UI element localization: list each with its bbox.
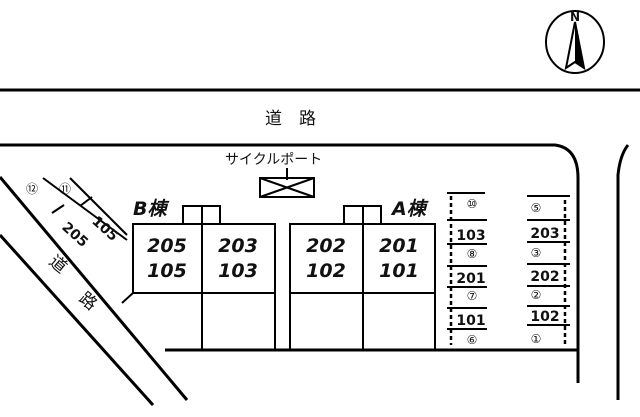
parking-unit-105: 105 [88, 213, 120, 244]
parking-unit-102: 102 [530, 309, 559, 325]
parking-unit-101: 101 [456, 313, 485, 329]
parking-unit-202: 202 [530, 269, 559, 285]
parking-spot-7: ⑦ [467, 289, 478, 303]
parking-unit-205: 205 [58, 219, 90, 250]
unit-101: 101 [379, 260, 419, 282]
unit-201: 201 [379, 235, 419, 257]
unit-205: 205 [147, 235, 187, 257]
parking-spot-1: ① [531, 332, 542, 346]
road-edge-right [616, 144, 630, 400]
parking-spot-2: ② [531, 288, 542, 302]
diagonal-road-edge [0, 233, 155, 407]
parking-column-2 [527, 195, 570, 345]
building-b-label: B棟 [133, 198, 169, 220]
parking-column-1 [447, 192, 487, 345]
parking-spot-11: ⑪ [59, 182, 71, 196]
unit-105: 105 [147, 260, 187, 282]
unit-102: 102 [306, 260, 346, 282]
unit-202: 202 [306, 235, 346, 257]
diagonal-road-edge [0, 176, 189, 401]
parking-unit-203: 203 [530, 226, 559, 242]
site-boundary [0, 143, 580, 383]
unit-103: 103 [218, 260, 258, 282]
building-a-label: A棟 [390, 198, 429, 220]
cycle-port [259, 177, 315, 198]
cycle-port-label: サイクルポート [225, 152, 322, 168]
parking-unit-201: 201 [456, 271, 485, 287]
north-compass-icon: N [545, 10, 605, 74]
parking-spot-3: ③ [531, 246, 542, 260]
parking-spot-6: ⑥ [467, 333, 478, 347]
parking-spot-8: ⑧ [467, 247, 478, 261]
road-label-top: 道 路 [265, 109, 316, 129]
unit-203: 203 [218, 235, 258, 257]
parking-spot-5: ⑤ [531, 201, 542, 215]
parking-unit-103: 103 [456, 228, 485, 244]
parking-spot-12: ⑫ [26, 182, 38, 196]
north-label: N [570, 10, 580, 24]
parking-spot-10: ⑩ [467, 197, 478, 211]
